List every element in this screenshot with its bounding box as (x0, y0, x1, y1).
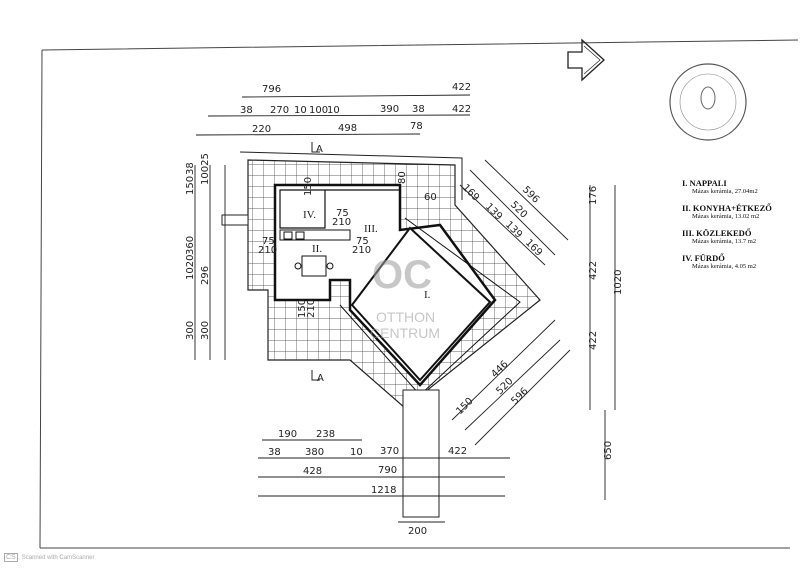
legend-sub: Mázas kerámia, 13.02 m2 (692, 213, 760, 220)
dim-label: 390 (380, 104, 399, 115)
door-dim: 150 (297, 299, 308, 318)
dim-label: 200 (408, 526, 427, 537)
dim-label: 422 (452, 82, 471, 93)
dim-label: 296 (200, 266, 211, 285)
dim-label: 38 (412, 104, 425, 115)
dim-label: 650 (603, 441, 614, 460)
dim-label: 150 (185, 176, 196, 195)
dim-label: 176 (588, 186, 599, 205)
legend-title: I. NAPPALI (682, 178, 727, 188)
dim-label: 422 (448, 446, 467, 457)
sheet-border (39, 39, 799, 549)
dim-label: 38 (240, 105, 253, 116)
legend-title: IV. FÜRDŐ (682, 253, 725, 263)
dim-label: 520 (508, 199, 529, 220)
legend-sub: Mázas kerámia, 13.7 m2 (692, 238, 757, 245)
legend-sub: Mázas kerámia, 4.05 m2 (692, 263, 757, 270)
dim-label: 169 (460, 182, 481, 203)
room-label-ii: II. (312, 243, 322, 255)
dim-label: 38 (268, 447, 281, 458)
dim-label: 380 (305, 447, 324, 458)
door-dim: 80 (397, 171, 408, 184)
official-stamp (669, 63, 747, 141)
door-dim: 210 (332, 217, 351, 228)
svg-text:OC: OC (372, 253, 432, 297)
section-mark-bottom: A (317, 373, 324, 384)
dim-label: 1020 (613, 270, 624, 295)
door-dim: 75 (262, 236, 275, 247)
room-label-i: I. (424, 289, 431, 301)
dim-label: 1218 (371, 485, 396, 496)
camscanner-badge: CS (4, 553, 18, 562)
dim-label: 100 (309, 105, 328, 116)
watermark-logo: OC OTTHON CENTRUM (370, 253, 440, 341)
legend-title: II. KONYHA+ÉTKEZŐ (682, 203, 772, 213)
door-dim: 75 (336, 208, 349, 219)
door-dim: 210 (258, 245, 277, 256)
svg-text:CENTRUM: CENTRUM (370, 325, 440, 341)
north-arrow-icon (567, 38, 605, 82)
dim-label: 796 (262, 84, 281, 95)
dim-label: 10 (294, 105, 307, 116)
dim-label: 10 (327, 105, 340, 116)
dim-label: 422 (588, 331, 599, 350)
section-mark-top: A (316, 144, 323, 155)
legend-title: III. KÖZLEKEDŐ (682, 228, 752, 238)
dimension-lines (194, 94, 616, 523)
dim-label: 790 (378, 465, 397, 476)
dim-label: 150 (454, 396, 475, 417)
dim-label: 422 (588, 261, 599, 280)
room-label-iii: III. (364, 223, 378, 235)
dim-label: 300 (185, 321, 196, 340)
dim-label: 370 (380, 446, 399, 457)
door-dim: 75 (356, 236, 369, 247)
door-dim: 210 (352, 245, 371, 256)
dim-label: 596 (509, 386, 530, 407)
dim-label: 38 (185, 162, 196, 175)
door-dim: 210 (306, 299, 317, 318)
dim-label: 498 (338, 123, 357, 134)
dim-label: 10025 (200, 153, 211, 185)
dim-label: 300 (200, 321, 211, 340)
svg-text:OTTHON: OTTHON (376, 309, 435, 325)
dim-label: 360 (185, 236, 196, 255)
door-dim: 60 (424, 192, 437, 203)
dim-label: 190 (278, 429, 297, 440)
door-dim: 150 (303, 177, 314, 196)
dim-label: 220 (252, 124, 271, 135)
dim-label: 78 (410, 121, 423, 132)
scanner-footer: CS Scanned with CamScanner (4, 553, 94, 562)
walkway (402, 389, 440, 518)
dim-label: 139 (483, 201, 504, 222)
living-room (350, 226, 492, 382)
dim-label: 10 (350, 447, 363, 458)
dim-label: 139 (503, 219, 524, 240)
dim-label: 1020 (185, 255, 196, 280)
dim-label: 428 (303, 466, 322, 477)
legend-sub: Mázas kerámia, 27.04m2 (692, 188, 758, 195)
dim-label: 596 (520, 184, 541, 205)
dim-label: 238 (316, 429, 335, 440)
room-label-iv: IV. (303, 209, 316, 221)
footer-text: Scanned with CamScanner (21, 554, 95, 561)
dim-label: 270 (270, 105, 289, 116)
dim-label: 422 (452, 104, 471, 115)
room-legend: I. NAPPALI Mázas kerámia, 27.04m2 II. KO… (682, 170, 797, 270)
